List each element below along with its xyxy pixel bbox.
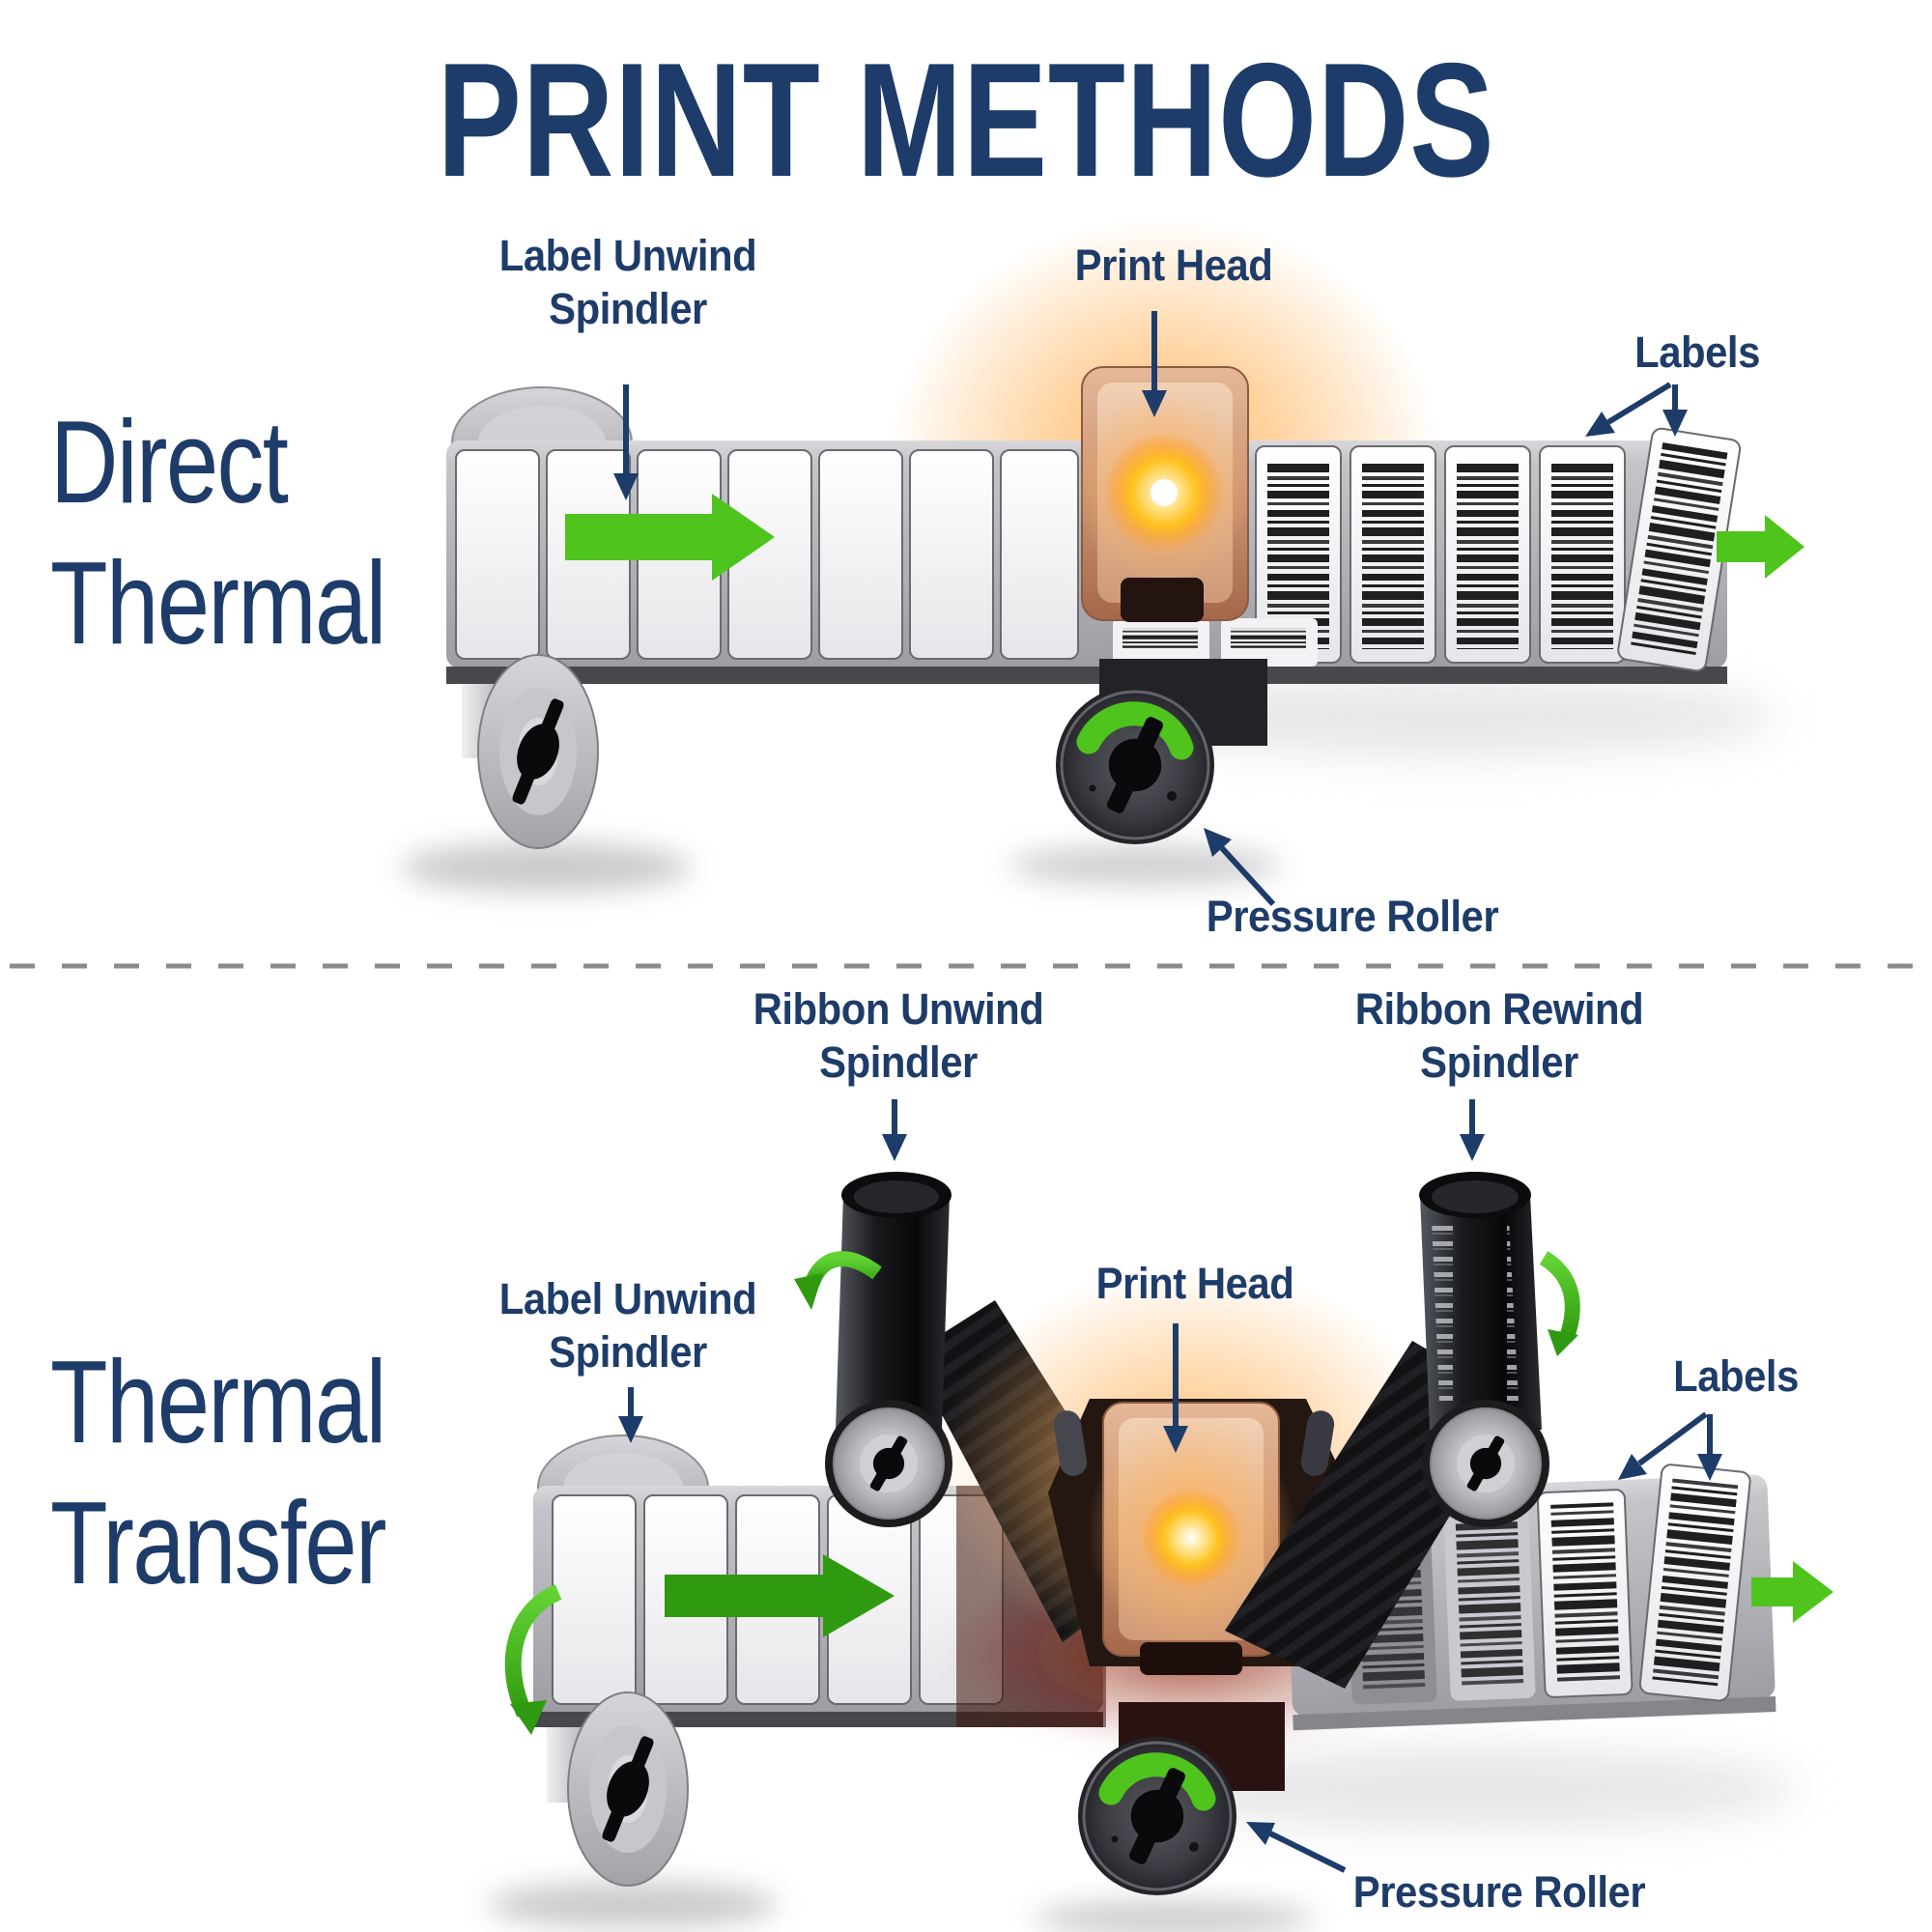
callout-label-unwind-bottom: Label Unwind Spindler (430, 1273, 825, 1379)
callout-text: Ribbon Unwind (753, 984, 1044, 1034)
pressure-roller-arrow-top (1204, 828, 1276, 907)
exit-arrow-bottom (1751, 1561, 1833, 1623)
callout-text: Spindler (1420, 1037, 1578, 1087)
label-unwind-arrow-bottom (618, 1387, 643, 1443)
callout-text: Spindler (549, 283, 707, 333)
labels-arrow-left-top (1585, 382, 1672, 437)
section-name-line2: Thermal (50, 537, 386, 669)
callout-arrows-top (613, 311, 1688, 907)
callout-pressure-roller-bottom: Pressure Roller (1301, 1866, 1696, 1919)
spool-rotation-arrow (504, 1584, 562, 1735)
page-title: PRINT METHODS (437, 29, 1495, 211)
callout-print-head-top: Print Head (976, 240, 1371, 293)
shadows-bottom (488, 1748, 1797, 1932)
print-head-arrow-bottom (1163, 1323, 1188, 1453)
label-unwind-arrow-top (613, 384, 639, 500)
pressure-roller-bottom (1078, 1702, 1285, 1895)
callout-text: Spindler (819, 1037, 978, 1087)
section-name-line2: Transfer (50, 1477, 387, 1609)
callout-text: Label Unwind (498, 1274, 757, 1323)
callout-text: Label Unwind (498, 231, 757, 280)
callout-labels-bottom: Labels (1602, 1350, 1871, 1404)
section-name-line1: Thermal (50, 1336, 386, 1467)
callout-text: Print Head (1074, 241, 1273, 290)
callout-text: Labels (1673, 1351, 1799, 1401)
ribbon-rewind-spindle (1419, 1172, 1580, 1527)
labels-arrow-left-bottom (1618, 1411, 1708, 1480)
label-unwind-flange (478, 655, 598, 848)
print-head-top (1075, 366, 1253, 622)
callout-text: Labels (1634, 327, 1760, 377)
ribbon-unwind-spindle (794, 1172, 952, 1527)
callout-label-unwind-top: Label Unwind Spindler (430, 230, 825, 336)
callout-text: Ribbon Rewind (1354, 984, 1644, 1034)
callout-ribbon-unwind: Ribbon Unwind Spindler (700, 983, 1095, 1090)
feed-direction-arrow-top (565, 494, 775, 581)
thermal-transfer-diagram (488, 1099, 1833, 1932)
callout-labels-top: Labels (1563, 327, 1833, 380)
label-unwind-flange-b (568, 1692, 688, 1886)
feed-direction-arrow-bottom (665, 1554, 895, 1637)
ribbon-rewind-rotation-arrow (1539, 1251, 1580, 1356)
direct-thermal-diagram (401, 217, 1804, 907)
section-name-thermal-transfer: Thermal Transfer (50, 1331, 483, 1614)
callout-text: Pressure Roller (1352, 1867, 1646, 1917)
label-fronts (1113, 618, 1318, 667)
printed-labels-top (1255, 427, 1742, 672)
callout-ribbon-rewind: Ribbon Rewind Spindler (1301, 983, 1696, 1090)
print-head-arrow-top (1142, 311, 1167, 417)
ribbon-unwind-arrow (882, 1099, 907, 1161)
labels-arrow-right-top (1662, 384, 1688, 437)
curling-label-bottom (1638, 1463, 1751, 1702)
callout-print-head-bottom: Print Head (997, 1258, 1392, 1311)
section-name-direct-thermal: Direct Thermal (50, 391, 452, 674)
callout-text: Print Head (1095, 1259, 1294, 1308)
callout-arrows-bottom (618, 1099, 1722, 1873)
callout-text: Spindler (549, 1326, 707, 1377)
pressure-roller-arrow-bottom (1246, 1822, 1347, 1873)
labels-arrow-right-bottom (1697, 1414, 1722, 1481)
section-name-line1: Direct (50, 396, 289, 527)
callout-text: Pressure Roller (1206, 892, 1499, 941)
callout-pressure-roller-top: Pressure Roller (1154, 891, 1549, 944)
shadows-top (401, 678, 1777, 893)
ribbon-unwind-rotation-arrow (794, 1251, 882, 1310)
pressure-roller-top (1056, 659, 1267, 844)
ribbon-rewind-arrow (1460, 1099, 1485, 1161)
exit-arrow-top (1717, 515, 1804, 579)
curling-label-top (1617, 427, 1742, 672)
